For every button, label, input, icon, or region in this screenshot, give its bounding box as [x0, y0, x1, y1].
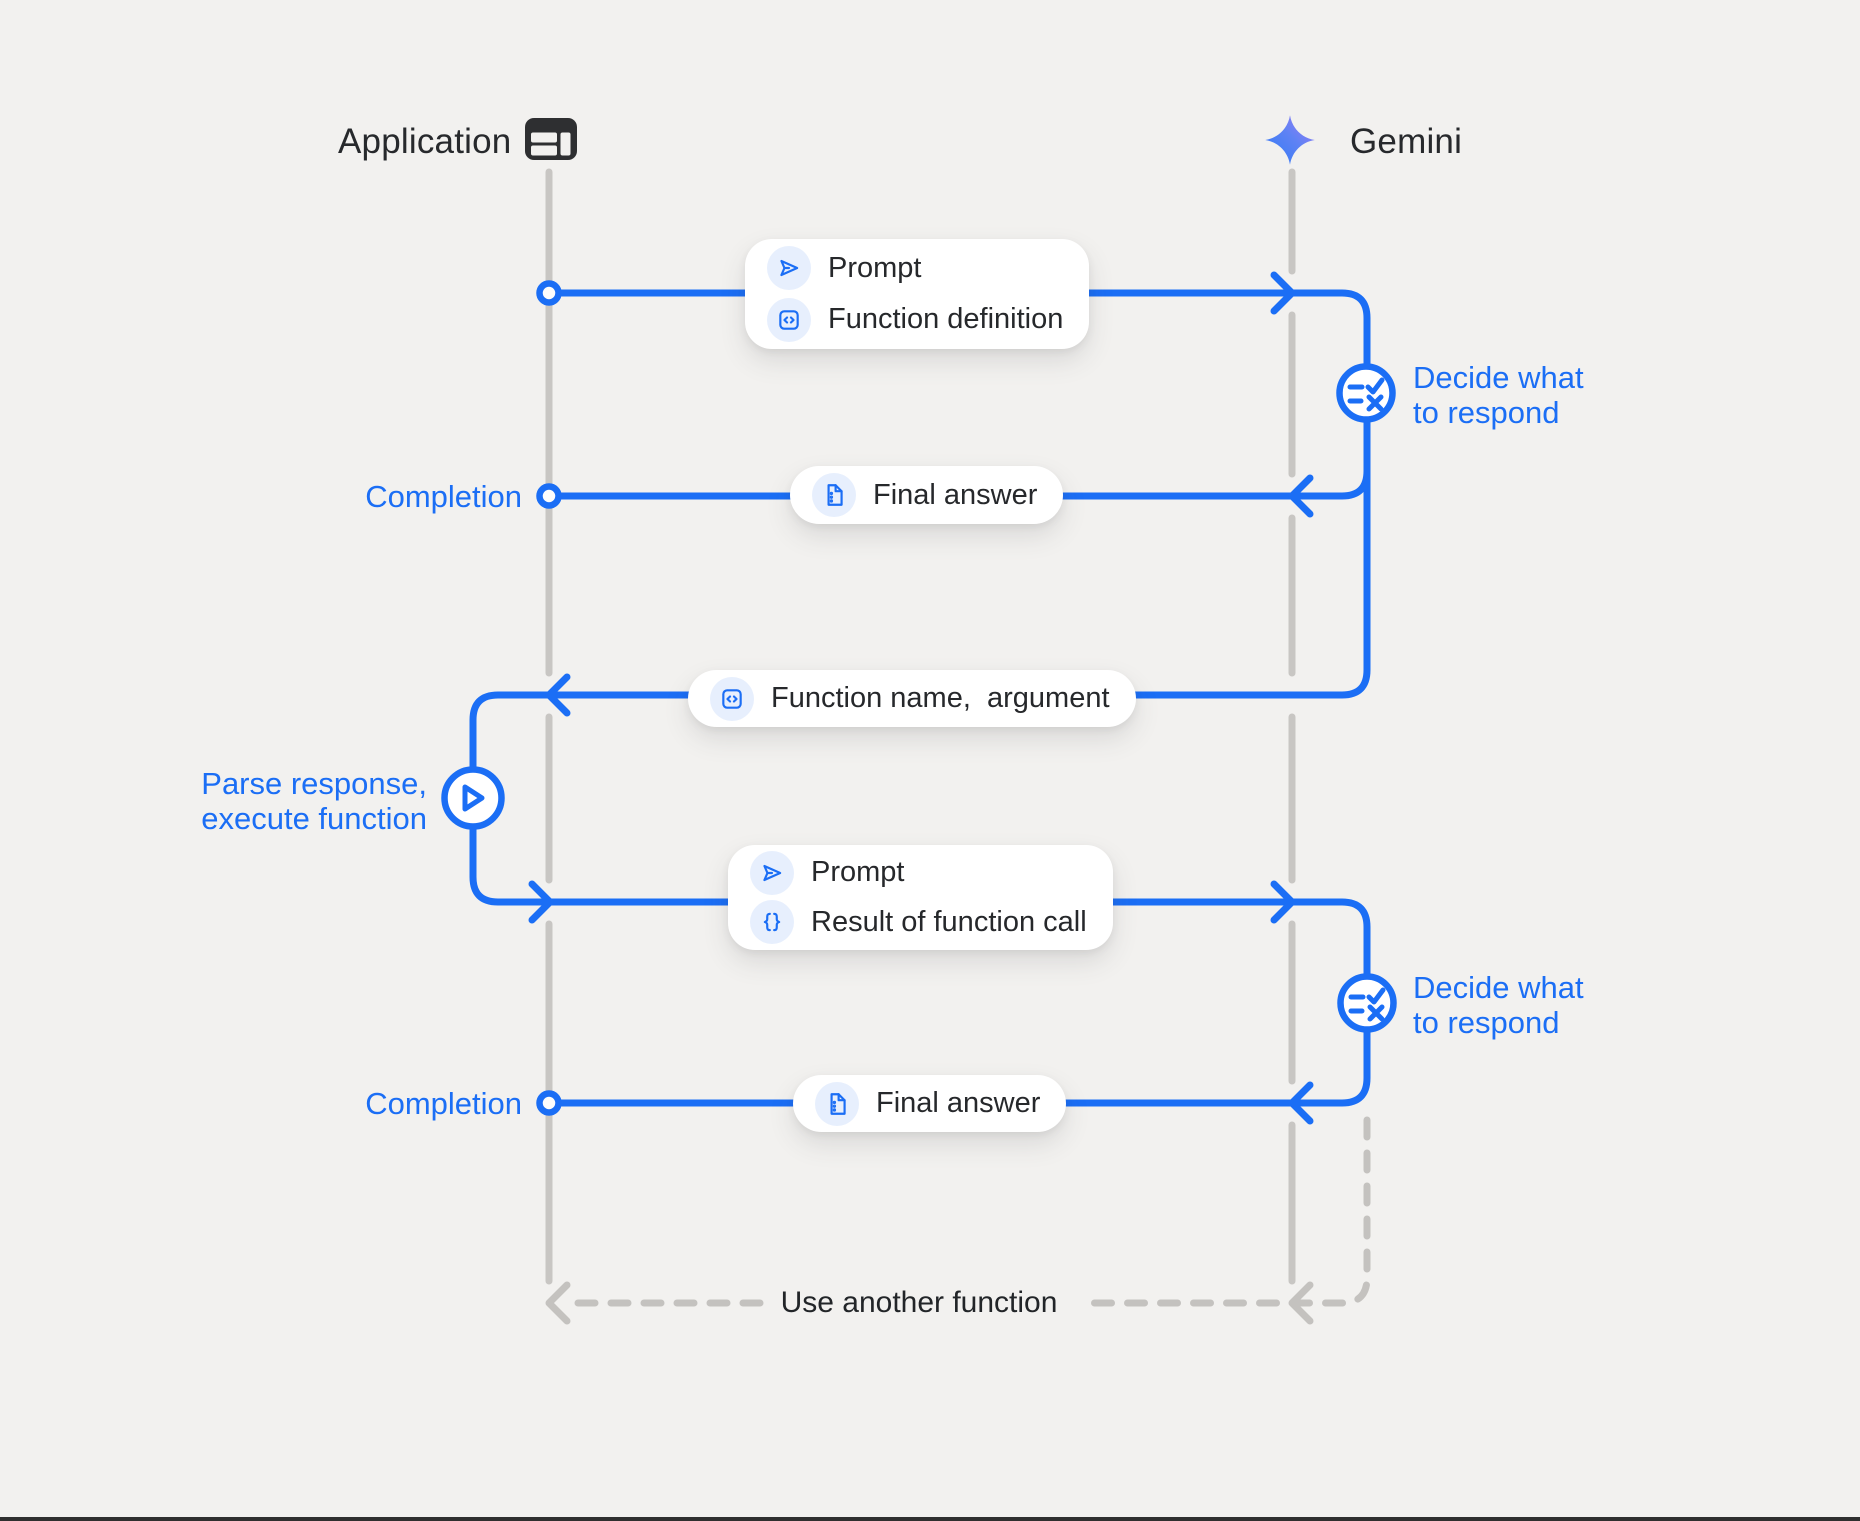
- message-box-prompt-function-definition: Prompt Function definition: [745, 239, 1090, 349]
- code-icon: [710, 676, 754, 721]
- message-row: Final answer: [815, 1081, 1041, 1126]
- decide-annotation-1: Decide what to respond: [1413, 360, 1584, 430]
- parse-annotation: Parse response, execute function: [165, 766, 427, 836]
- message-row: Prompt: [767, 246, 1063, 291]
- message-label: Final answer: [873, 478, 1038, 511]
- document-icon: [812, 473, 856, 517]
- message-row: Prompt: [750, 850, 1087, 895]
- arrowhead-right-blue: [1270, 880, 1296, 924]
- app-window-icon: [525, 118, 577, 160]
- message-label: Result of function call: [811, 905, 1087, 938]
- message-label: Prompt: [811, 856, 905, 889]
- decide-annotation-2: Decide what to respond: [1413, 970, 1584, 1040]
- bottom-edge-bar: [0, 1517, 1860, 1521]
- final-answer2-line: [557, 1027, 1371, 1107]
- message-row: Final answer: [812, 473, 1037, 517]
- braces-icon: [750, 900, 794, 945]
- document-icon: [815, 1081, 859, 1126]
- arrowhead-left-gray: [1288, 1281, 1314, 1325]
- arrowhead-left-blue: [1288, 474, 1314, 518]
- message-box-final-answer-1: Final answer: [790, 466, 1064, 524]
- decide-list-icon: [1348, 987, 1386, 1022]
- prompt1-line: [557, 289, 1371, 368]
- gemini-actor-label: Gemini: [1350, 122, 1463, 161]
- message-label: Function name, argument: [771, 682, 1110, 714]
- completion-label-1: Completion: [365, 479, 522, 514]
- message-label: Final answer: [876, 1087, 1041, 1119]
- play-icon: [462, 784, 485, 812]
- decide-node-1: [1336, 363, 1396, 423]
- annotation-line: Decide what: [1413, 360, 1584, 395]
- use-another-function-dashed-line: [545, 1116, 1371, 1325]
- arrowhead-left-blue: [545, 673, 571, 717]
- annotation-line: to respond: [1413, 395, 1560, 430]
- arrowhead-right-blue: [1270, 271, 1296, 315]
- annotation-line: Decide what: [1413, 970, 1584, 1005]
- decide-list-icon: [1347, 377, 1385, 412]
- message-box-final-answer-2: Final answer: [793, 1075, 1067, 1132]
- arrowhead-left-gray: [545, 1281, 571, 1325]
- annotation-line: execute function: [201, 801, 427, 836]
- gemini-star-icon: [1265, 115, 1315, 165]
- arrowhead-right-blue: [528, 880, 554, 924]
- annotation-line: Parse response,: [201, 766, 427, 801]
- message-box-function-name-argument: Function name, argument: [688, 670, 1136, 727]
- annotation-line: to respond: [1413, 1005, 1560, 1040]
- message-row: Function name, argument: [710, 676, 1110, 721]
- message-row: Function definition: [767, 297, 1064, 342]
- arrowhead-left-blue: [1288, 1081, 1314, 1125]
- application-actor-label: Application: [338, 122, 512, 161]
- message-label: Function definition: [828, 303, 1064, 336]
- send-icon: [767, 246, 811, 291]
- message-row: Result of function call: [750, 900, 1087, 945]
- decide-node-2: [1337, 973, 1397, 1033]
- node-circle: [536, 280, 562, 1116]
- message-label: Prompt: [828, 251, 922, 284]
- code-icon: [767, 297, 811, 342]
- use-another-function-label: Use another function: [780, 1286, 1058, 1319]
- message-box-prompt-result: Prompt Result of function call: [728, 845, 1113, 950]
- completion-label-2: Completion: [365, 1086, 522, 1121]
- send-icon: [750, 850, 794, 895]
- parse-execute-node: [441, 766, 505, 830]
